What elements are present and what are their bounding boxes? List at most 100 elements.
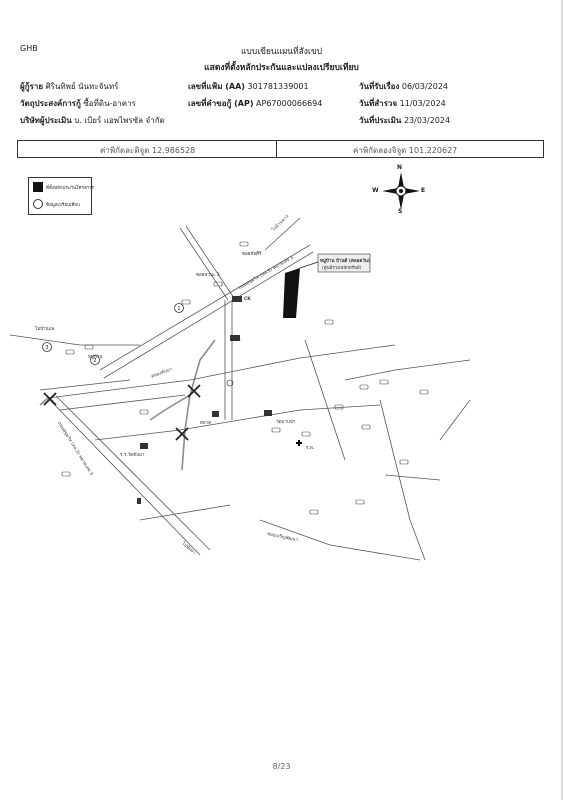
svg-text:2: 2 (93, 358, 96, 364)
appraise-date-value: 23/03/2024 (403, 116, 451, 125)
building-icon-ck (232, 296, 242, 302)
car-icon-1 (239, 241, 249, 247)
car-icon-3 (181, 299, 191, 305)
comparison-marker-2 (90, 355, 100, 365)
receive-date-row: วันที่รับเรื่อง 06/03/2024 (359, 80, 448, 93)
request-no-row: เลขที่คำขอกู้ (AP) AP67000066694 (188, 97, 322, 110)
project-label-box (317, 253, 371, 273)
car-icon-8 (334, 404, 344, 410)
map-legend: ที่ตั้งหลักประกันโครงการ ข้อมูลเปรียบเที… (28, 177, 94, 215)
car-icon-15 (61, 471, 71, 477)
purpose-label: วัตถุประสงค์การกู้ (20, 99, 81, 108)
org-label: GHB (20, 44, 38, 53)
file-no-row: เลขที่แฟ้ม (AA) 301781339001 (188, 80, 309, 93)
map-label-2: ซอยชัยศิริ (242, 252, 262, 257)
car-icon-6 (324, 319, 334, 325)
file-no-value: 301781339001 (247, 82, 309, 91)
receive-date-value: 06/03/2024 (401, 82, 449, 91)
project-label-line1: หมู่บ้าน บ้านดี (ตลอดวัน) (320, 259, 370, 264)
car-icon-11 (361, 424, 371, 430)
canal-2 (149, 394, 191, 421)
south-road-left-edge (47, 397, 201, 556)
car-icon-16 (309, 509, 319, 515)
car-icon-12 (399, 459, 409, 465)
borrower-row: ผู้กู้ราย ศิรินทิพย์ นันทะจันทร์ (20, 80, 118, 93)
map-label-5: ร.พ. (306, 446, 315, 451)
comparison-marker-1 (174, 303, 184, 313)
request-no-value: AP67000066694 (256, 99, 323, 108)
main-road-upper-edge (99, 244, 311, 371)
bridge-icon-3 (43, 392, 57, 406)
latitude-label: ค่าพิกัดละติจูด (100, 146, 150, 155)
survey-date-row: วันที่สำรวจ 11/03/2024 (359, 97, 446, 110)
survey-date-value: 11/03/2024 (399, 99, 446, 108)
appraiser-value: บ. เบียร์ แอพไพรซัล จำกัด (74, 116, 165, 125)
compass-icon (382, 172, 420, 210)
car-icon-4 (84, 344, 94, 350)
car-icon-5 (65, 349, 75, 355)
temple-icon (264, 410, 272, 416)
map-label-7: ตลาด (200, 421, 212, 426)
appraise-date-label: วันที่ประเมิน (359, 116, 402, 125)
receive-date-label: วันที่รับเรื่อง (359, 82, 400, 91)
hospital-icon (296, 440, 302, 446)
main-road-lower-edge (103, 251, 314, 379)
purpose-row: วัตถุประสงค์การกู้ ซื้อที่ดิน-อาคาร (20, 97, 136, 110)
collateral-legend-label: ที่ตั้งหลักประกันโครงการ (46, 186, 94, 191)
svg-text:3: 3 (45, 345, 48, 351)
survey-date-label: วันที่สำรวจ (359, 99, 398, 108)
tower-icon (137, 498, 141, 504)
longitude-row: ค่าพิกัดลองจิจูด 101.220627 (353, 144, 457, 157)
borrower-value: ศิรินทิพย์ นันทะจันทร์ (45, 82, 119, 91)
car-icon-14 (139, 409, 149, 415)
comparison-marker-3 (42, 342, 52, 352)
bridge-icon-2 (175, 427, 189, 441)
school-icon (140, 443, 148, 449)
station-label: ปตท. (231, 337, 242, 342)
borrower-label: ผู้กู้ราย (20, 82, 44, 91)
car-icon-9 (301, 431, 311, 437)
landmark-circle-icon (226, 379, 234, 387)
coordinate-box: ค่าพิกัดละติจูด 12.986528 ค่าพิกัดลองจิจ… (17, 140, 544, 158)
comparison-legend-label: ข้อมูลเปรียบเทียบ (46, 203, 80, 208)
appraise-date-row: วันที่ประเมิน 23/03/2024 (359, 114, 450, 127)
canal-3 (39, 397, 49, 406)
compass-north: N (397, 164, 403, 171)
compass-rose: N S E W (372, 164, 426, 215)
map-label-1: ซอยชวนะ 3 (196, 273, 220, 278)
file-no-label: เลขที่แฟ้ม (AA) (188, 82, 245, 91)
map-label-6: วัดมาบข่า (276, 420, 296, 425)
page-edge (561, 0, 563, 800)
longitude-label: ค่าพิกัดลองจิจูด (353, 146, 407, 155)
car-icon-7 (359, 384, 369, 390)
compass-south: S (398, 208, 403, 215)
map-label-3: หมู่บ้าน (88, 355, 103, 360)
compass-east: E (421, 187, 426, 194)
map-label-4: ร.ร.วัดทับมา (120, 453, 145, 458)
car-icon-18 (379, 379, 389, 385)
latitude-value: 12.986528 (151, 146, 196, 155)
svg-text:1: 1 (177, 306, 180, 312)
doc-subtitle: แสดงที่ตั้งหลักประกันและแปลงเปรียบเทียบ (204, 63, 359, 73)
landmark-ck-label: CK (244, 297, 251, 302)
car-icon-10 (271, 427, 281, 433)
comparison-legend-swatch (33, 199, 43, 209)
doc-title: แบบเขียนแผนที่สังเขป (240, 47, 323, 57)
project-label-line2: (ศูนย์รวมหลักทรัพย์) (322, 266, 362, 271)
latitude-row: ค่าพิกัดละติจูด 12.986528 (100, 144, 195, 157)
request-no-label: เลขที่คำขอกู้ (AP) (188, 99, 254, 108)
collateral-legend-swatch (33, 182, 43, 192)
car-icon-17 (419, 389, 429, 395)
canal-1 (181, 339, 216, 471)
bridge-icon-1 (187, 384, 201, 398)
collateral-location-marker (283, 268, 300, 318)
compass-west: W (372, 187, 379, 194)
car-icon-13 (355, 499, 365, 505)
purpose-value: ซื้อที่ดิน-อาคาร (83, 99, 136, 108)
appraiser-label: บริษัทผู้ประเมิน (20, 116, 72, 125)
market-icon (212, 411, 219, 417)
direction-label-3: ไปบ้านแพ (35, 327, 55, 332)
appraiser-row: บริษัทผู้ประเมิน บ. เบียร์ แอพไพรซัล จำก… (20, 114, 165, 127)
south-road-right-edge (55, 395, 211, 551)
